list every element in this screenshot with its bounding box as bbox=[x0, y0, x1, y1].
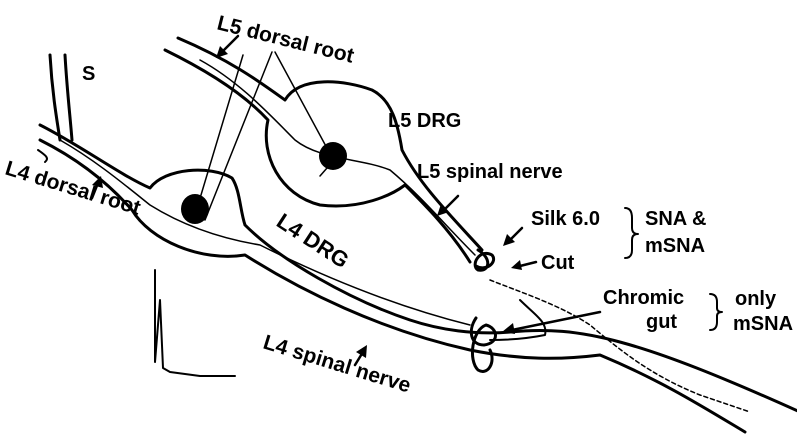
label-sna-line1: SNA & bbox=[645, 208, 706, 230]
spinal-cord bbox=[37, 53, 74, 163]
label-l5-spinal-nerve: L5 spinal nerve bbox=[417, 161, 563, 183]
label-l5-drg: L5 DRG bbox=[388, 110, 461, 132]
electrode-lines bbox=[197, 51, 329, 221]
brace-chromic bbox=[709, 293, 723, 331]
label-only-line1: only bbox=[735, 288, 777, 310]
label-cut: Cut bbox=[541, 252, 575, 274]
label-only-line2: mSNA bbox=[733, 313, 793, 335]
label-silk: Silk 6.0 bbox=[531, 208, 600, 230]
label-l4-spinal-nerve: L4 spinal nerve bbox=[261, 331, 414, 398]
l5-cell-body bbox=[319, 142, 347, 170]
label-chromic-line1: Chromic bbox=[603, 287, 684, 309]
arrows bbox=[90, 34, 602, 367]
chromic-gut-ligature-icon bbox=[469, 316, 497, 373]
l4-nerve bbox=[38, 123, 797, 434]
label-l4-drg: L4 DRG bbox=[272, 208, 353, 273]
spike-trace bbox=[154, 269, 236, 377]
silk-ligature-icon bbox=[473, 248, 495, 272]
label-sna-line2: mSNA bbox=[645, 235, 705, 257]
l4-cell-body bbox=[181, 194, 209, 224]
label-chromic-line2: gut bbox=[646, 311, 677, 333]
label-l4-dorsal-root: L4 dorsal root bbox=[3, 157, 144, 220]
label-s: S bbox=[82, 63, 95, 85]
brace-silk bbox=[624, 207, 639, 259]
